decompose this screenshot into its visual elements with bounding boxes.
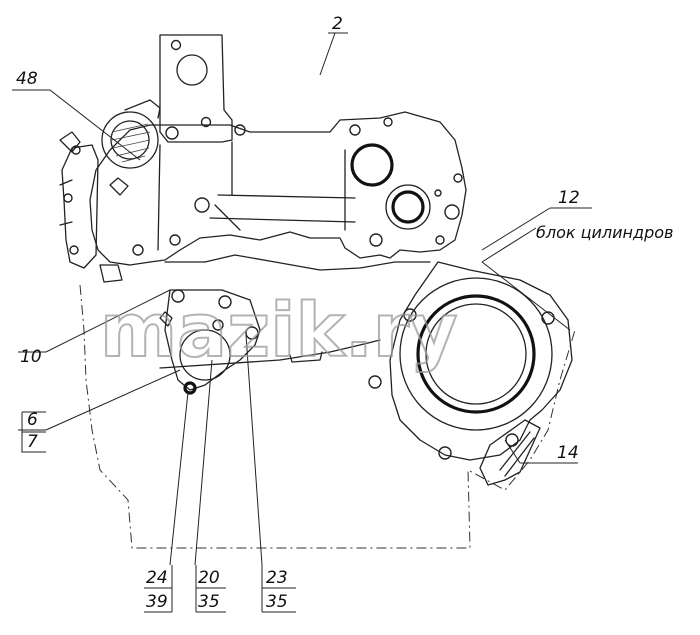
- bolt: [170, 39, 182, 51]
- leader-48: [12, 89, 141, 161]
- bolt: [438, 446, 452, 460]
- bolt: [349, 124, 361, 136]
- bracket-14-ribs: [499, 431, 535, 477]
- thermostat-hatch: [111, 123, 151, 163]
- bolt: [234, 124, 246, 136]
- thermostat-housing: [101, 111, 159, 169]
- leader-24: [169, 391, 189, 566]
- bolt: [194, 197, 210, 213]
- frame-20-35: [195, 565, 226, 613]
- leader-10: [18, 289, 171, 353]
- leader-14: [504, 439, 578, 464]
- pump-flange: [399, 277, 553, 431]
- frame-24-39: [144, 565, 173, 613]
- lower-cover-opening: [179, 329, 231, 381]
- bolt: [212, 319, 224, 331]
- bolt: [218, 295, 232, 309]
- bolt: [403, 308, 417, 322]
- callout-7: 7: [27, 432, 38, 452]
- bolt: [200, 116, 212, 128]
- frame-23-35: [261, 565, 296, 613]
- thermostat-neck: [124, 99, 161, 119]
- leader-6-7: [18, 369, 181, 431]
- lower-fitting: [99, 264, 123, 283]
- lower-cover-edge: [159, 339, 381, 369]
- pump-inner: [425, 303, 527, 405]
- housing-lower-edge: [164, 254, 431, 271]
- bolt: [453, 173, 463, 183]
- leader-12: [481, 207, 592, 251]
- bracket-14: [479, 419, 541, 486]
- callout-23: 23: [266, 568, 288, 588]
- bolt: [369, 233, 383, 247]
- callout-35: 35: [198, 592, 220, 612]
- bolt: [169, 234, 181, 246]
- callout-14: 14: [557, 443, 579, 463]
- leader-20: [194, 359, 213, 566]
- leader-23: [245, 334, 263, 566]
- callout-48: 48: [16, 69, 38, 89]
- bolt: [368, 375, 382, 389]
- callout-24: 24: [146, 568, 168, 588]
- callout-35-second: 35: [266, 592, 288, 612]
- front-cover-housing: [89, 111, 467, 266]
- callout-39: 39: [146, 592, 168, 612]
- bracket-hole: [176, 54, 208, 86]
- hex-nut: [159, 311, 173, 327]
- bolt: [541, 311, 555, 325]
- bolt: [505, 433, 519, 447]
- bolt: [171, 289, 185, 303]
- callout-2: 2: [332, 14, 343, 34]
- callout-cylinder-block: блок цилиндров: [536, 223, 673, 242]
- watermark: mazik.ry: [100, 288, 458, 374]
- o-ring-middle: [391, 190, 425, 224]
- callout-12: 12: [558, 188, 580, 208]
- bolt: [71, 145, 81, 155]
- thermostat-inner: [110, 120, 150, 160]
- top-mounting-bracket: [159, 34, 233, 143]
- pump-gasket: [416, 294, 536, 414]
- bolt: [383, 117, 393, 127]
- callout-10: 10: [20, 347, 42, 367]
- callout-20: 20: [198, 568, 220, 588]
- o-ring-small: [183, 381, 197, 395]
- housing-inner-rib: [157, 141, 356, 251]
- cylinder-block-outline: [79, 284, 576, 549]
- bolt: [69, 245, 79, 255]
- bolt: [434, 189, 442, 197]
- o-ring-upper: [350, 143, 394, 187]
- bolt: [444, 204, 460, 220]
- side-fittings: [59, 131, 81, 226]
- leader-2: [319, 32, 348, 76]
- frame-6-7: [21, 411, 46, 453]
- callout-6: 6: [27, 410, 38, 430]
- bolt: [245, 326, 259, 340]
- bolt: [165, 126, 179, 140]
- left-side-bracket: [61, 144, 99, 269]
- bolt: [63, 193, 73, 203]
- bolt: [435, 235, 445, 245]
- boss-outer: [385, 184, 431, 230]
- leader-block: [481, 227, 571, 331]
- bolt: [132, 244, 144, 256]
- hex-nut: [109, 177, 129, 196]
